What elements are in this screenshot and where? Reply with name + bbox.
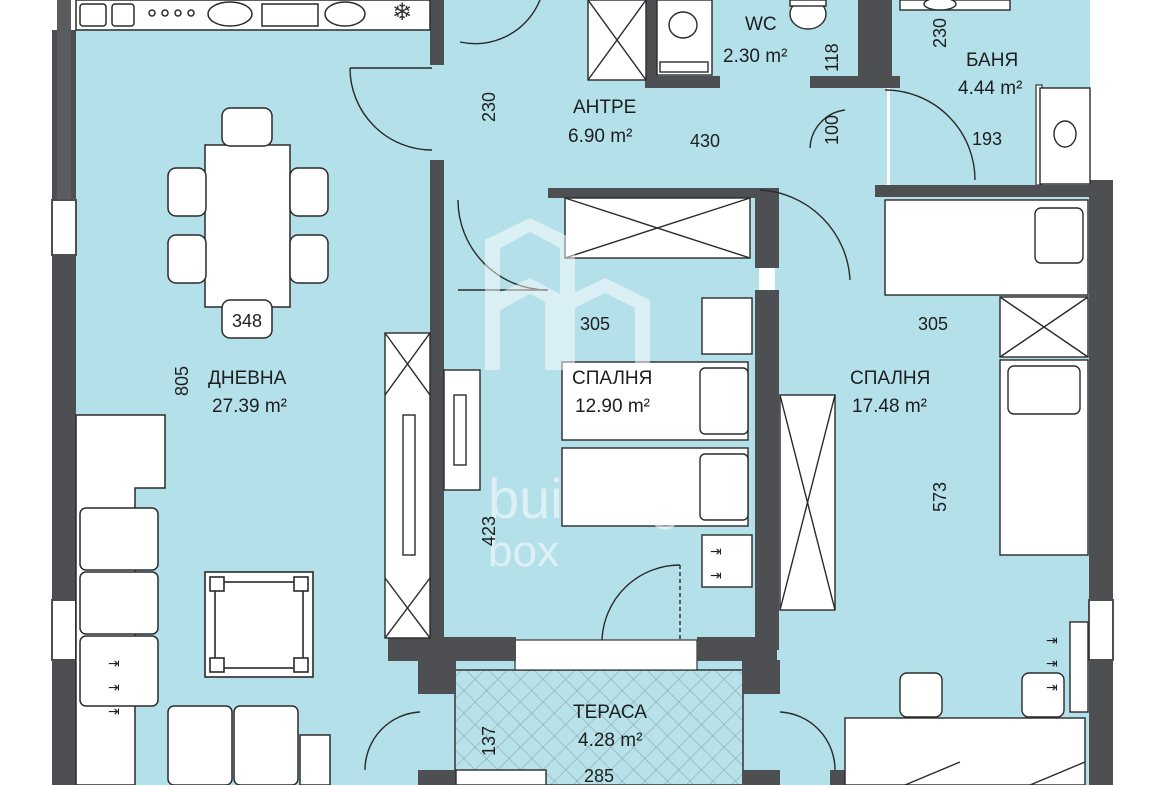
svg-text:⇥: ⇥ [1046,680,1058,696]
watermark-text-line2: box [488,527,559,576]
living-label: ДНЕВНА [208,368,287,389]
dim-bedroom2-width: 305 [918,314,948,334]
dim-antre-height: 230 [479,92,499,122]
dim-bath-depth: 230 [930,18,950,48]
sofa [75,414,331,785]
svg-text:⇥: ⇥ [710,568,722,584]
dim-terrace-width: 285 [584,766,614,785]
wc-area: 2.30 m² [723,46,787,67]
wc-fixtures [656,0,827,76]
tv-cabinet [384,332,431,639]
door-swings [349,0,976,771]
bedroom2-area: 17.48 m² [852,396,927,417]
dim-bath-width: 193 [972,129,1002,149]
svg-text:⇥: ⇥ [108,656,120,672]
wc-label: WC [745,14,777,35]
dim-living-height: 805 [172,366,192,396]
dim-bedroom2-height: 573 [930,482,950,512]
bath-fixtures [899,0,1091,185]
arrow-marks: ⇥ ⇥ ⇥ ⇥ ⇥ ⇥ ⇥ ⇥ [108,544,1058,720]
dim-terrace-depth: 137 [479,726,499,756]
living-area: 27.39 m² [212,396,287,417]
dim-antre-small: 100 [822,115,842,145]
terrace-area: 4.28 m² [578,730,642,751]
dim-bedroom1-height: 423 [479,516,499,546]
walls [51,0,1114,785]
bedroom1-label: СПАЛНЯ [572,368,652,389]
svg-text:⇥: ⇥ [108,680,120,696]
svg-text:⇥: ⇥ [108,704,120,720]
svg-text:⇥: ⇥ [710,544,722,560]
antre-label: АНТРЕ [573,97,636,118]
room-labels: WC 2.30 m² БАНЯ 4.44 m² АНТРЕ 6.90 m² ДН… [208,14,1022,751]
bedroom2-furniture [844,199,1089,785]
svg-text:⇥: ⇥ [1046,633,1058,649]
watermark-text-line1: building [488,467,681,530]
bedroom1-area: 12.90 m² [575,396,650,417]
svg-text:⇥: ⇥ [1046,656,1058,672]
terrace-floor [454,669,744,785]
bath-label: БАНЯ [966,50,1018,71]
bath-area: 4.44 m² [958,78,1022,99]
antre-area: 6.90 m² [568,126,632,147]
terrace-label: ТЕРАСА [573,702,647,723]
bedroom1-beds [561,297,753,588]
dim-table-width: 348 [232,311,262,331]
coffee-table [204,571,314,678]
watermark: building box [485,218,681,576]
dim-wc-width: 118 [822,43,842,72]
dim-antre-length: 430 [690,131,720,151]
svg-text:❄: ❄ [392,0,412,26]
tv-unit-bedroom [443,369,481,491]
dim-bedroom1-width: 305 [580,314,610,334]
kitchen-counter: ❄ [75,0,431,31]
dining-set [167,107,329,339]
wardrobes [564,0,1089,611]
watermark-logo-icon [485,218,650,370]
dimension-labels: 118 230 230 430 100 193 348 305 305 805 … [172,18,1002,785]
bedroom2-label: СПАЛНЯ [850,368,930,389]
